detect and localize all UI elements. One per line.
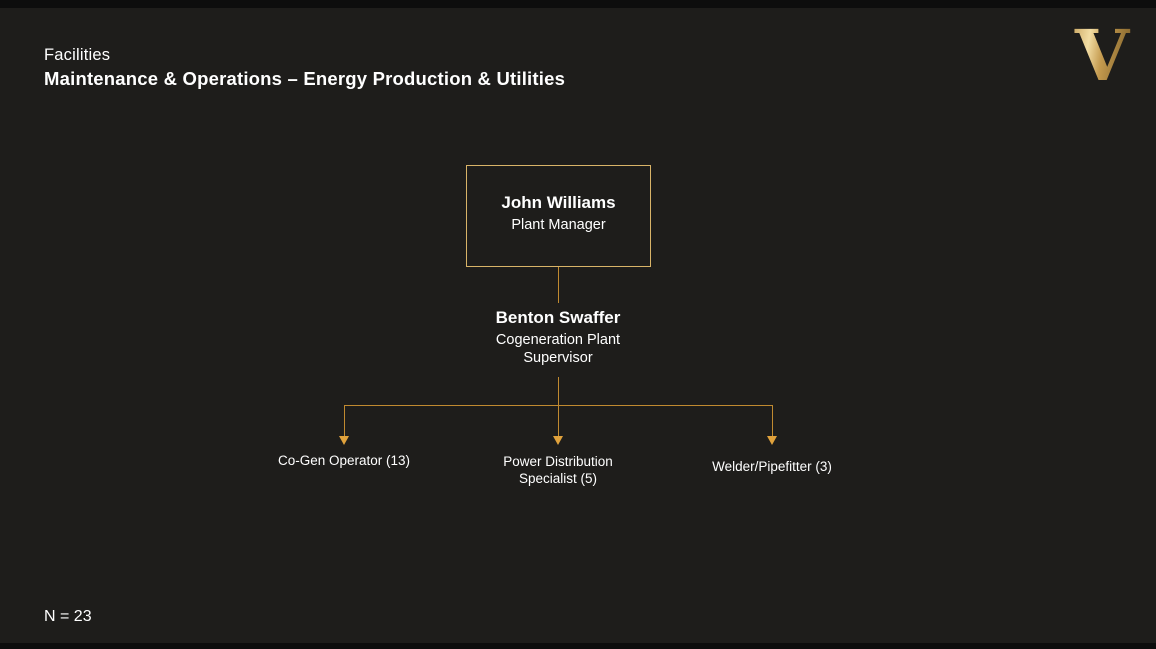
org-node-name: John Williams: [501, 193, 616, 212]
slide-title: Maintenance & Operations – Energy Produc…: [44, 68, 566, 89]
org-node-plant-manager: John Williams Plant Manager: [466, 165, 651, 267]
leaf-label-text: Co-Gen Operator (13): [277, 453, 411, 468]
top-letterbox-band: [0, 0, 1156, 8]
connector-supervisor-to-branch: [558, 377, 559, 437]
org-node-role: Plant Manager: [511, 217, 606, 233]
gold-v-icon: V: [1074, 14, 1131, 97]
arrow-down-icon: [767, 436, 777, 445]
connector-branch-horizontal: [344, 405, 773, 406]
connector-drop-right: [772, 405, 773, 437]
org-node-role: Cogeneration Plant Supervisor: [495, 332, 621, 366]
university-v-logo: V: [1070, 14, 1134, 97]
org-node-name: Benton Swaffer: [495, 308, 621, 327]
connector-root-to-supervisor: [558, 267, 559, 303]
leaf-label-text: Power Distribution Specialist (5): [503, 454, 613, 486]
logo-letter: V: [1074, 24, 1131, 88]
arrow-down-icon: [339, 436, 349, 445]
org-leaf-cogen-operator: Co-Gen Operator (13): [234, 453, 454, 470]
org-node-supervisor: Benton Swaffer Cogeneration Plant Superv…: [458, 307, 658, 367]
department-eyebrow: Facilities: [44, 46, 111, 64]
bottom-letterbox-band: [0, 643, 1156, 649]
slide-header: Facilities Maintenance & Operations – En…: [44, 44, 565, 91]
connector-drop-left: [344, 405, 345, 437]
org-leaf-power-distribution-specialist: Power Distribution Specialist (5): [448, 454, 668, 487]
headcount-note: N = 23: [44, 608, 92, 625]
leaf-label-text: Welder/Pipefitter (3): [712, 459, 832, 474]
arrow-down-icon: [553, 436, 563, 445]
org-leaf-welder-pipefitter: Welder/Pipefitter (3): [662, 459, 882, 476]
